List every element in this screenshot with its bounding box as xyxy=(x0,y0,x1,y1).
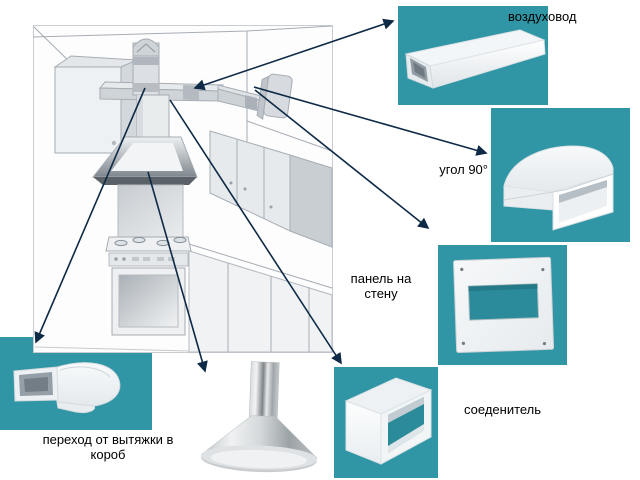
connector-photo-box xyxy=(334,367,438,478)
connector-label: соеденитель xyxy=(464,402,542,417)
duct-illustration xyxy=(404,29,546,89)
elbow-photo-box xyxy=(491,108,630,242)
connector-illustration xyxy=(344,377,433,465)
transition-photo-box xyxy=(0,337,152,430)
hood-photo xyxy=(195,356,325,480)
elbow-label: угол 90° xyxy=(439,162,488,177)
wall-panel-label: панель на стену xyxy=(350,271,412,301)
kitchen-illustration xyxy=(33,25,333,353)
transition-label: переход от вытяжки в короб xyxy=(42,432,174,462)
elbow-illustration xyxy=(503,145,614,231)
duct-label: воздуховод xyxy=(508,9,577,24)
hood-illustration xyxy=(200,361,318,473)
wall-panel-illustration xyxy=(453,256,555,354)
wall-panel-photo-box xyxy=(438,245,567,365)
transition-illustration xyxy=(13,362,121,413)
